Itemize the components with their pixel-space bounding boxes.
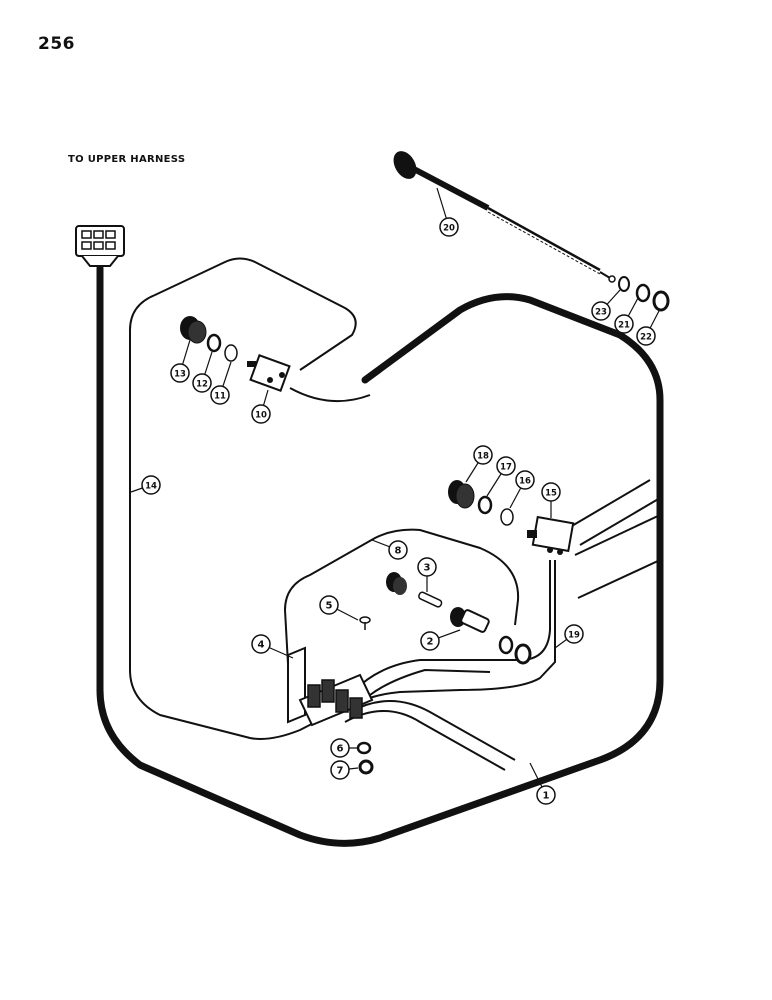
- callout-number: 15: [545, 489, 557, 499]
- callout-number: 5: [326, 601, 333, 612]
- callout-3: 3: [417, 557, 437, 592]
- callout-number: 2: [427, 637, 434, 648]
- callout-number: 14: [145, 482, 157, 492]
- callout-8: 8: [371, 539, 408, 560]
- fuse-nuts: [498, 635, 532, 665]
- nut-22: [652, 290, 670, 312]
- screw-5: [359, 616, 371, 630]
- callout-number: 6: [337, 744, 344, 755]
- terminal-block: [307, 679, 363, 719]
- callout-21: 21: [614, 297, 639, 334]
- callout-circle: [251, 404, 271, 424]
- callout-number: 20: [443, 224, 455, 234]
- callout-circle: [388, 540, 408, 560]
- callout-circle: [496, 456, 516, 476]
- callout-number: 17: [500, 463, 512, 473]
- upper-harness-label: TO UPPER HARNESS: [68, 154, 186, 165]
- callout-18: 18: [465, 445, 493, 483]
- switch-10: [247, 354, 291, 392]
- callout-1: 1: [529, 762, 556, 805]
- fuse-cap: [386, 572, 407, 595]
- callout-number: 18: [477, 452, 489, 462]
- callout-number: 13: [174, 370, 186, 380]
- callout-circle: [330, 738, 350, 758]
- callout-number: 23: [595, 308, 607, 318]
- callout-circle: [564, 624, 584, 644]
- fuse-3: [418, 591, 443, 608]
- washer-16: [500, 508, 514, 526]
- callout-circle: [541, 482, 561, 502]
- knob-13: [180, 316, 207, 344]
- callout-10: 10: [251, 389, 271, 424]
- callout-2: 2: [420, 629, 461, 651]
- throttle-cable: [393, 151, 616, 283]
- callout-circle: [417, 557, 437, 577]
- thin-wires: [129, 257, 661, 771]
- callout-circle: [515, 470, 535, 490]
- callout-circle: [591, 301, 611, 321]
- callout-11: 11: [210, 361, 232, 405]
- callout-number: 10: [255, 411, 267, 421]
- callout-circle: [210, 385, 230, 405]
- callout-23: 23: [591, 289, 621, 321]
- knob-18: [448, 480, 475, 509]
- upper-harness-connector: [75, 225, 125, 267]
- callout-15: 15: [541, 482, 561, 518]
- callout-7: 7: [330, 760, 359, 780]
- callout-number: 16: [519, 477, 531, 487]
- callout-number: 3: [424, 563, 431, 574]
- callout-number: 7: [337, 766, 344, 777]
- washer-23: [618, 276, 630, 292]
- page-number: 256: [38, 34, 75, 54]
- callout-14: 14: [130, 475, 161, 495]
- washer-21: [635, 283, 651, 303]
- callout-number: 22: [640, 333, 652, 343]
- callout-6: 6: [330, 738, 358, 758]
- switch-15: [527, 515, 575, 555]
- callout-4: 4: [251, 634, 294, 659]
- main-harness: [96, 264, 664, 847]
- callout-circle: [473, 445, 493, 465]
- callout-19: 19: [554, 624, 584, 649]
- nut-17: [477, 495, 493, 515]
- callout-circle: [614, 314, 634, 334]
- callout-number: 19: [568, 631, 580, 641]
- callout-circle: [536, 785, 556, 805]
- callout-5: 5: [319, 595, 359, 621]
- callout-number: 4: [258, 640, 265, 651]
- nut-7: [358, 759, 374, 775]
- callout-circle: [192, 373, 212, 393]
- callout-20: 20: [436, 187, 459, 237]
- callout-circle: [420, 631, 440, 651]
- callout-17: 17: [486, 456, 516, 497]
- callout-circle: [251, 634, 271, 654]
- callout-circle: [319, 595, 339, 615]
- callout-number: 12: [196, 380, 208, 390]
- fuse-holder-2: [450, 607, 490, 633]
- washer-11: [224, 344, 238, 362]
- callout-circle: [170, 363, 190, 383]
- callout-number: 1: [543, 791, 550, 802]
- callout-12: 12: [192, 351, 213, 393]
- callout-circle: [636, 326, 656, 346]
- callout-13: 13: [170, 339, 191, 383]
- callout-circle: [439, 217, 459, 237]
- callout-number: 11: [214, 392, 226, 402]
- nut-6: [356, 741, 372, 755]
- callout-16: 16: [509, 470, 535, 509]
- nut-12: [206, 333, 222, 353]
- callout-number: 21: [618, 321, 630, 331]
- callout-22: 22: [636, 308, 661, 346]
- callout-number: 8: [395, 546, 402, 557]
- callout-circle: [330, 760, 350, 780]
- callout-circle: [141, 475, 161, 495]
